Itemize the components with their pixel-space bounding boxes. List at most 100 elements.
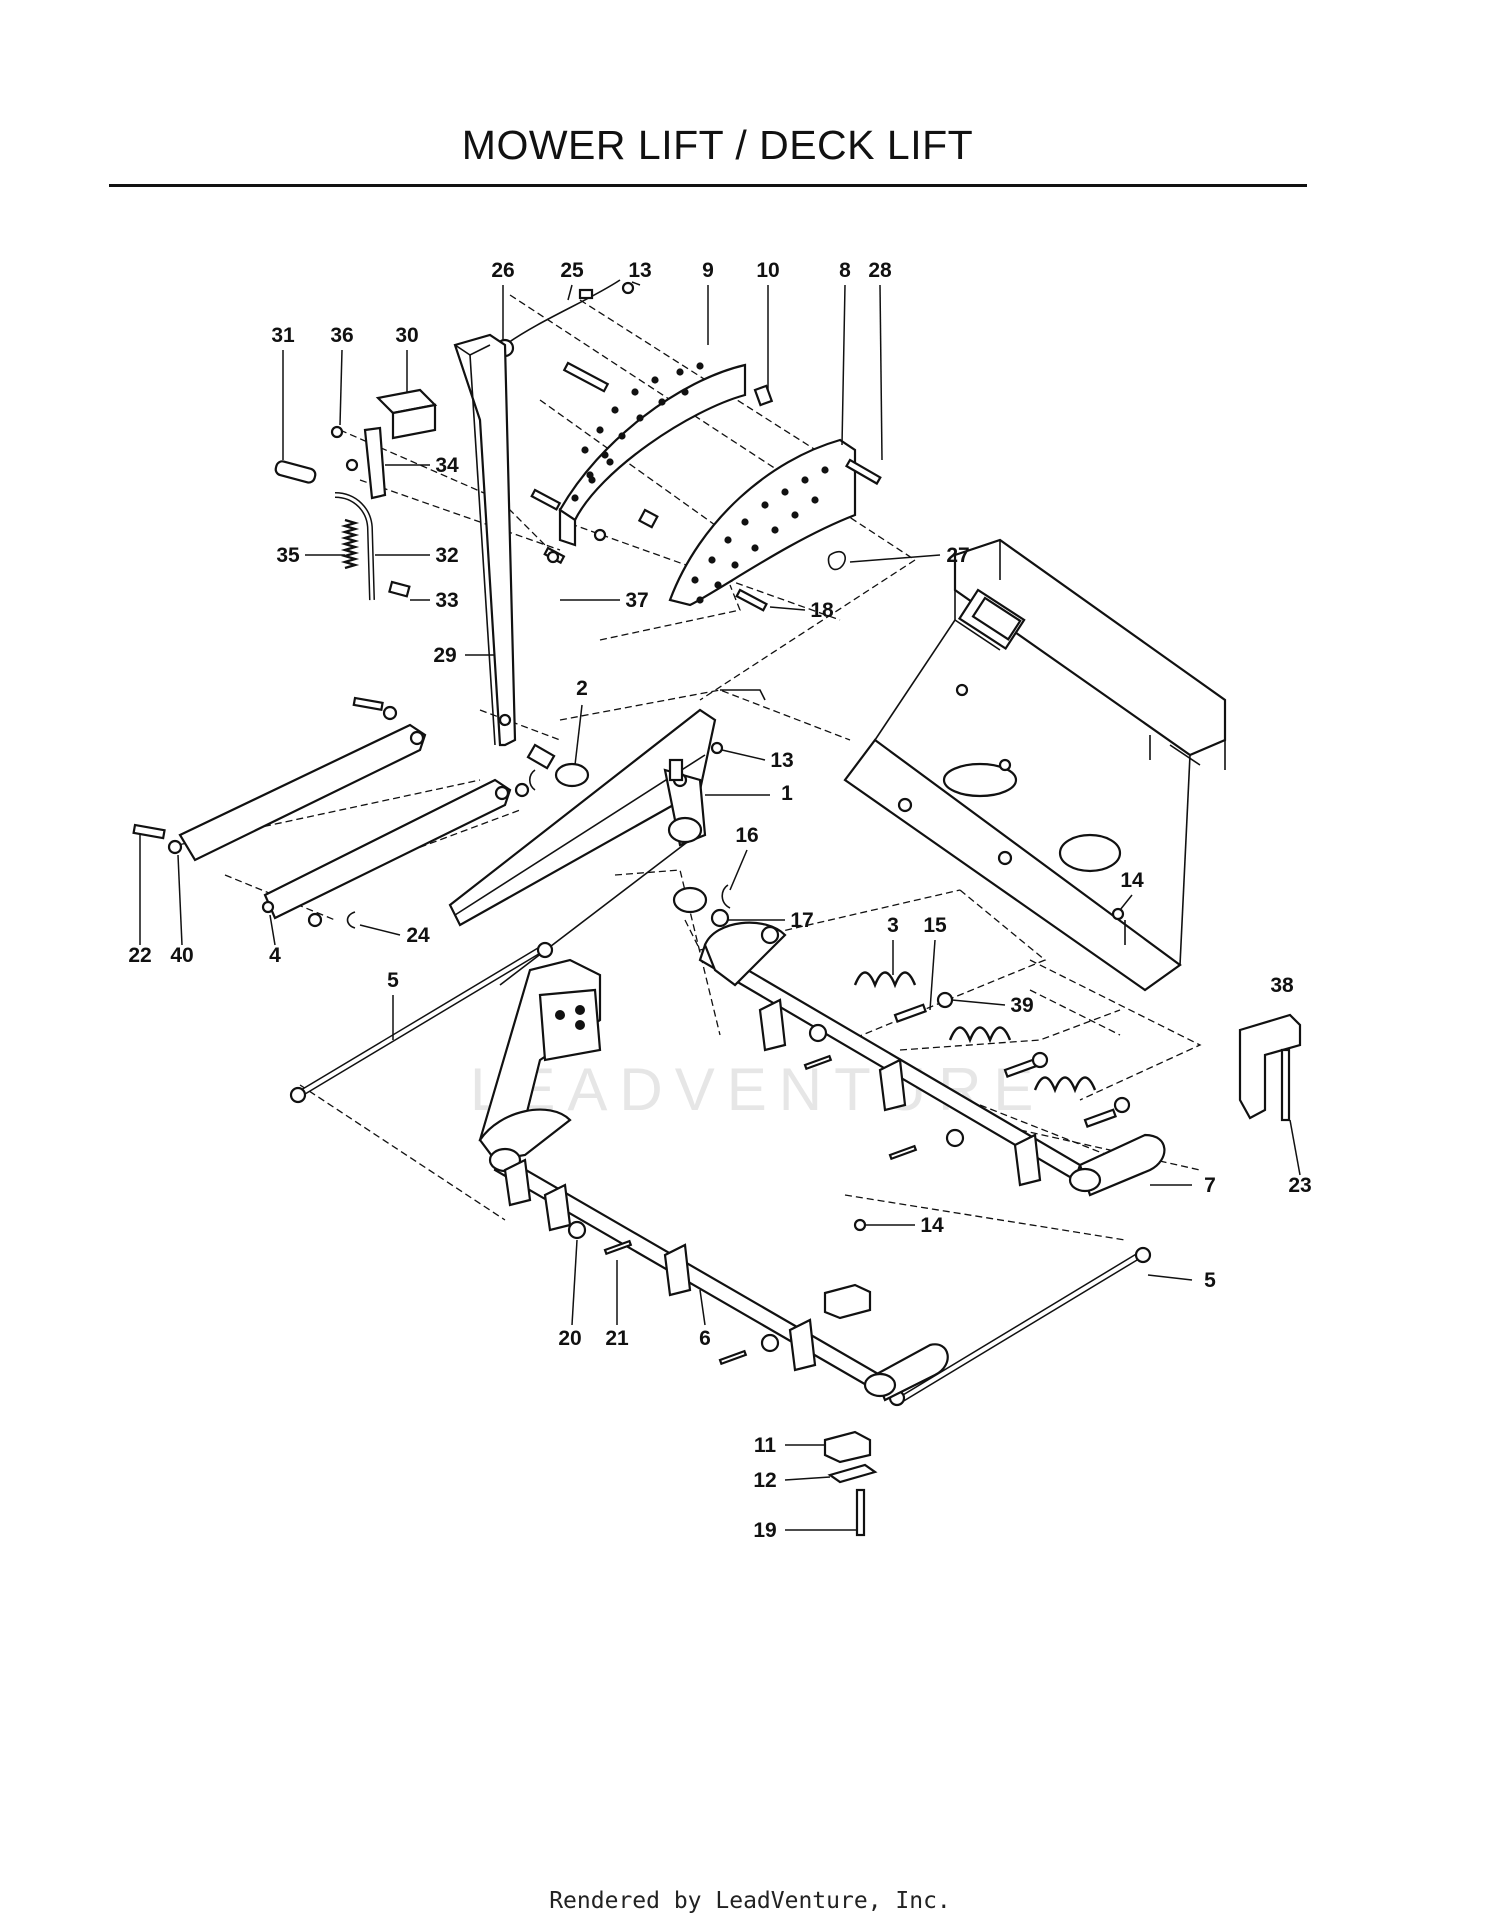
leader-line xyxy=(339,349,343,426)
nut-14-front xyxy=(853,1218,867,1232)
callout-1: 1 xyxy=(781,782,793,805)
cotter-front xyxy=(718,1349,748,1366)
selector-plate-8 xyxy=(668,438,857,607)
cotter-shaft-2 xyxy=(888,1144,918,1161)
leader-line xyxy=(1289,1119,1301,1176)
leader-line xyxy=(721,749,766,761)
selector-plate-9 xyxy=(558,363,747,547)
callout-24: 24 xyxy=(406,924,430,947)
plate-hole xyxy=(724,536,732,544)
clip-link xyxy=(528,769,536,791)
nut-right xyxy=(1113,1096,1131,1114)
callout-29: 29 xyxy=(433,644,456,667)
leader-line xyxy=(769,606,806,611)
bolt-upper xyxy=(562,361,610,393)
title-divider xyxy=(109,184,1307,187)
callout-40: 40 xyxy=(170,944,193,967)
spacer-16 xyxy=(672,886,708,914)
callout-5: 5 xyxy=(387,969,399,992)
clamp-upper xyxy=(823,1283,872,1320)
bracket-34 xyxy=(363,426,387,500)
plate-hole xyxy=(801,476,809,484)
leader-line xyxy=(571,1239,578,1326)
plate-hole xyxy=(588,476,596,484)
callout-19: 19 xyxy=(753,1519,776,1542)
bolt-23 xyxy=(1280,1048,1291,1122)
leader-line xyxy=(784,1476,831,1481)
locknut-13-top xyxy=(621,281,635,295)
plate-hole xyxy=(631,388,639,396)
pivot-bracket xyxy=(720,689,766,701)
spring-35 xyxy=(340,518,360,570)
callout-9: 9 xyxy=(702,259,714,282)
callout-27: 27 xyxy=(946,544,969,567)
leader-line xyxy=(631,281,641,286)
callout-36: 36 xyxy=(330,324,353,347)
plate-hole xyxy=(771,526,779,534)
callout-17: 17 xyxy=(790,909,813,932)
nut-36 xyxy=(330,425,344,439)
callout-38: 38 xyxy=(1270,974,1294,997)
leader-line xyxy=(1147,1274,1193,1281)
spacer-10 xyxy=(753,384,774,407)
callout-26: 26 xyxy=(491,259,514,282)
plate-hole xyxy=(791,511,799,519)
leader-line xyxy=(699,1289,706,1326)
callout-5: 5 xyxy=(1204,1269,1216,1292)
bolt-37-head xyxy=(546,550,560,564)
clevis-pin-22 xyxy=(132,823,166,840)
callout-14: 14 xyxy=(920,1214,944,1237)
plate-hole xyxy=(658,398,666,406)
callout-35: 35 xyxy=(276,544,300,567)
nut-mid xyxy=(1031,1051,1049,1069)
callout-7: 7 xyxy=(1204,1174,1216,1197)
nut-34 xyxy=(345,458,359,472)
callout-10: 10 xyxy=(756,259,779,282)
washer-24 xyxy=(307,912,323,928)
plate-hole xyxy=(651,376,659,384)
callout-3: 3 xyxy=(887,914,899,937)
rod-5-left xyxy=(289,941,554,1104)
callout-22: 22 xyxy=(128,944,151,967)
callout-21: 21 xyxy=(605,1327,629,1350)
page-title: MOWER LIFT / DECK LIFT xyxy=(461,122,974,168)
plate-hole xyxy=(611,406,619,414)
callout-37: 37 xyxy=(625,589,648,612)
plate-hole xyxy=(714,581,722,589)
callout-13: 13 xyxy=(770,749,793,772)
leader-line xyxy=(567,284,573,301)
bracket-38 xyxy=(1238,1013,1302,1120)
plate-hole xyxy=(696,362,704,370)
plate-hole xyxy=(821,466,829,474)
front-shaft-6 xyxy=(478,958,949,1402)
clamp-11 xyxy=(823,1430,872,1464)
bolt-37 xyxy=(530,488,562,511)
callout-39: 39 xyxy=(1010,994,1033,1017)
plate-hole xyxy=(596,426,604,434)
footer-credit: Rendered by LeadVenture, Inc. xyxy=(549,1888,951,1914)
plate-hole xyxy=(691,576,699,584)
callout-16: 16 xyxy=(735,824,758,847)
lanyard-cable xyxy=(504,279,621,346)
leader-line xyxy=(879,284,883,461)
clip-16 xyxy=(721,884,731,909)
plate-hole xyxy=(761,501,769,509)
lift-handle-29 xyxy=(453,333,517,747)
callout-4: 4 xyxy=(269,944,281,967)
callout-31: 31 xyxy=(271,324,295,347)
plate-hole xyxy=(571,494,579,502)
callout-13: 13 xyxy=(628,259,651,282)
rod-5-right xyxy=(888,1246,1152,1407)
washer-17 xyxy=(710,908,730,928)
lanyard-clip xyxy=(578,288,594,300)
washer-front xyxy=(760,1333,780,1353)
nut-14-frame xyxy=(1111,907,1125,921)
eyebolt-right xyxy=(1083,1108,1117,1128)
clip-27 xyxy=(827,550,846,571)
link-4 xyxy=(261,778,512,920)
washer-40 xyxy=(167,839,183,855)
callout-28: 28 xyxy=(868,259,892,282)
lift-arm-1 xyxy=(448,708,717,986)
nut-plate xyxy=(593,528,607,542)
washer-shaft-2 xyxy=(945,1128,965,1148)
